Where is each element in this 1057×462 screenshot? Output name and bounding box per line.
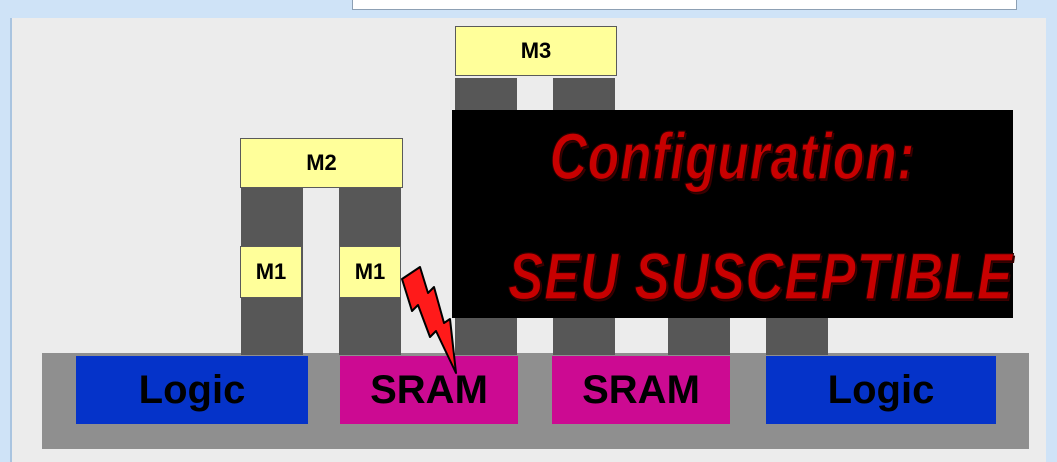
logic-right-label: Logic xyxy=(827,367,935,412)
sram-left-label: SRAM xyxy=(370,367,488,412)
m3-label: M3 xyxy=(455,26,617,76)
caption-line-1: Configuration: xyxy=(549,118,916,193)
m1-label-left: M1 xyxy=(240,246,302,298)
caption-box xyxy=(452,110,1013,318)
logic-left-label: Logic xyxy=(138,367,246,412)
sram-block-right: SRAM xyxy=(552,356,730,424)
caption-line-2: SEU SUSCEPTIBLE xyxy=(508,238,1013,313)
logic-block-left: Logic xyxy=(76,356,308,424)
lightning-bolt-icon xyxy=(401,266,457,374)
sram-block-left: SRAM xyxy=(340,356,518,424)
top-window-edge xyxy=(352,0,1017,10)
logic-block-right: Logic xyxy=(766,356,996,424)
m1-label-right: M1 xyxy=(339,246,401,298)
sram-right-label: SRAM xyxy=(582,367,700,412)
m2-label: M2 xyxy=(240,138,403,188)
